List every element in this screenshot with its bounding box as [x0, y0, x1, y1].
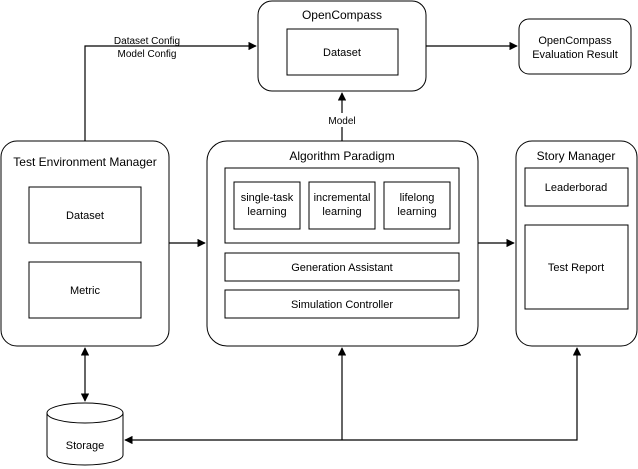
evaluation-result-block: OpenCompass Evaluation Result [518, 18, 632, 75]
story-manager-block: Story Manager Leaderborad Test Report [515, 140, 638, 347]
simulation-controller-label: Simulation Controller [291, 299, 393, 311]
single-task-learning-line2: learning [247, 206, 286, 218]
algorithm-paradigm-block: Algorithm Paradigm single-task learning … [206, 140, 479, 347]
evaluation-result-line2: Evaluation Result [532, 49, 618, 61]
opencompass-title: OpenCompass [302, 8, 382, 22]
storage-cylinder: Storage [46, 402, 124, 466]
opencompass-dataset-label: Dataset [323, 47, 361, 59]
test-report-box [524, 224, 629, 310]
lifelong-learning-box [383, 181, 451, 230]
test-env-dataset-box [28, 186, 142, 244]
single-task-learning-line1: single-task [241, 192, 294, 204]
lifelong-learning-line2: learning [397, 206, 436, 218]
test-report-label: Test Report [548, 262, 604, 274]
story-manager-title: Story Manager [537, 149, 616, 163]
storage-label: Storage [66, 440, 105, 452]
incremental-learning-line1: incremental [314, 192, 371, 204]
algorithm-paradigm-title: Algorithm Paradigm [289, 149, 394, 163]
storage-bus-line [124, 347, 582, 445]
model-label: Model [328, 116, 355, 127]
config-arrow [84, 41, 257, 141]
incremental-learning-box [308, 181, 376, 230]
generation-assistant-box [224, 252, 460, 282]
test-environment-manager-title: Test Environment Manager [13, 155, 156, 169]
lifelong-learning-line1: lifelong [400, 192, 435, 204]
leaderboard-box [524, 167, 629, 207]
test-env-metric-box [28, 261, 142, 319]
simulation-controller-box [224, 289, 460, 319]
incremental-learning-line2: learning [322, 206, 361, 218]
single-task-learning-box [233, 181, 301, 230]
test-env-metric-label: Metric [70, 285, 100, 297]
config-label-line2: Model Config [118, 49, 177, 60]
evaluation-result-line1: OpenCompass [538, 35, 612, 47]
test-env-dataset-label: Dataset [66, 210, 104, 222]
opencompass-dataset-box [286, 28, 399, 76]
leaderboard-label: Leaderborad [545, 182, 607, 194]
test-environment-manager-block: Test Environment Manager Dataset Metric [0, 140, 170, 347]
generation-assistant-label: Generation Assistant [291, 262, 393, 274]
config-label-line1: Dataset Config [114, 36, 180, 47]
opencompass-block: OpenCompass Dataset [257, 0, 427, 92]
